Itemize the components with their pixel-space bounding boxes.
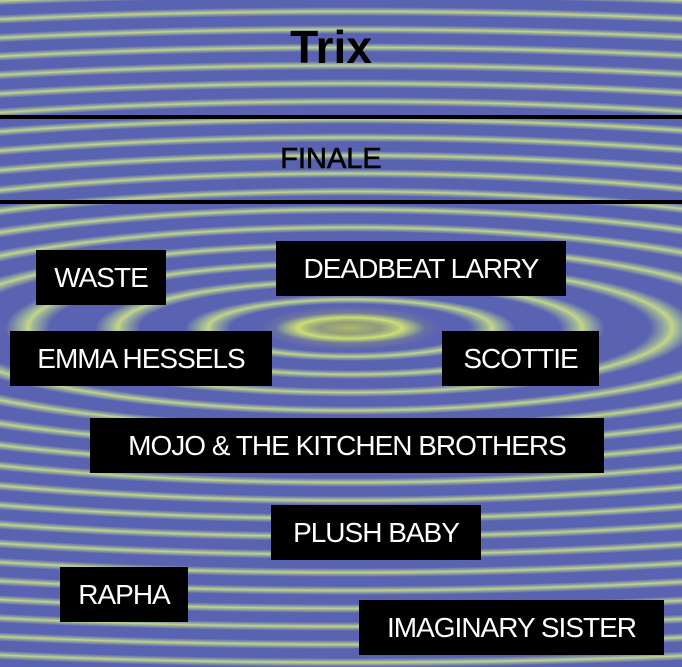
act-waste: WASTE [36,250,166,305]
act-deadbeat-larry: DEADBEAT LARRY [276,241,566,296]
act-scottie: SCOTTIE [442,331,599,386]
event-subtitle: FINALE [280,143,382,176]
divider-top [0,115,682,119]
act-emma-hessels: EMMA HESSELS [10,331,272,386]
act-imaginary-sister: IMAGINARY SISTER [359,600,664,655]
act-rapha: RAPHA [60,567,188,622]
act-mojo-kitchen-brothers: MOJO & THE KITCHEN BROTHERS [90,418,604,473]
venue-title: Trix [290,21,372,73]
divider-bottom [0,200,682,204]
act-plush-baby: PLUSH BABY [271,505,481,560]
